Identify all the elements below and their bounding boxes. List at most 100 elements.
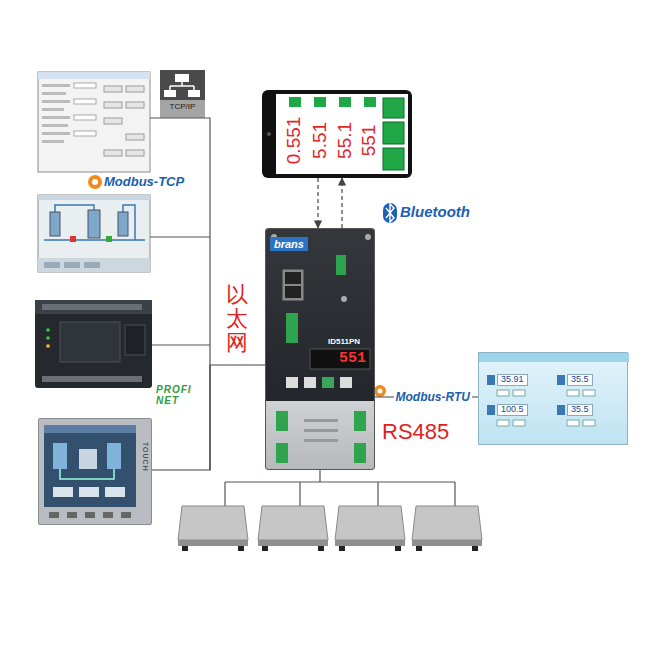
- interface-label: RS485: [382, 420, 449, 444]
- screw: [341, 296, 347, 302]
- title-bar: [38, 72, 150, 79]
- scale-tray: [412, 506, 482, 540]
- scada-window: [38, 195, 150, 272]
- button: [104, 102, 122, 108]
- green-button: [383, 98, 404, 118]
- modbus-gear: [88, 175, 102, 189]
- scale-tray: [335, 506, 405, 540]
- scale-tray: [178, 506, 248, 540]
- channel-tag: [557, 405, 565, 415]
- panel-key: [67, 512, 77, 518]
- button: [126, 134, 144, 140]
- scale-foot: [395, 546, 401, 551]
- panel-key: [49, 512, 59, 518]
- button: [104, 86, 122, 92]
- touch-panel-decoration: [39, 419, 153, 526]
- edge-label: Modbus-RTU: [394, 391, 472, 404]
- tank: [50, 212, 60, 236]
- touch-panel: TOUCH: [38, 418, 152, 525]
- scale-foot: [318, 546, 324, 551]
- protocol-logo: Modbus-TCP: [104, 175, 184, 189]
- screen-button: [53, 487, 73, 497]
- terminal-block: [276, 443, 288, 463]
- tank: [118, 212, 128, 236]
- scale-foot: [472, 546, 478, 551]
- form-line: [42, 92, 66, 95]
- plc-body: [35, 300, 152, 388]
- terminal-block: [354, 443, 366, 463]
- scale-edge: [412, 540, 482, 546]
- software-window: [38, 72, 150, 172]
- terminal-block: [354, 411, 366, 431]
- input-box: [74, 99, 96, 104]
- hmi-screen: 35.9135.5100.535.5: [478, 352, 628, 445]
- input-box: [74, 115, 96, 120]
- key: [340, 377, 352, 388]
- scale-foot: [182, 546, 188, 551]
- key: [286, 377, 298, 388]
- tank: [53, 443, 67, 469]
- key: [322, 377, 334, 388]
- scale-edge: [258, 540, 328, 546]
- form-line: [42, 100, 70, 103]
- brand-logo: brans: [270, 237, 308, 251]
- form-line: [42, 132, 70, 135]
- vent: [304, 429, 338, 432]
- terminal-block: [336, 255, 346, 275]
- green-button: [339, 97, 351, 107]
- terminal-block: [276, 411, 288, 431]
- tank: [88, 210, 100, 238]
- modbus-gear-hole: [378, 389, 383, 394]
- plc-cover: [125, 325, 145, 355]
- form-line: [42, 124, 68, 127]
- bluetooth-icon: [383, 203, 397, 223]
- bluetooth-logo: Bluetooth: [400, 204, 470, 221]
- channel-tag: [487, 405, 495, 415]
- form-line: [42, 116, 70, 119]
- camera: [267, 132, 271, 136]
- scale-foot: [262, 546, 268, 551]
- plc-panel: [60, 322, 120, 362]
- ethernet-wire: [150, 118, 210, 470]
- network-icon-top: [160, 70, 205, 100]
- modbus-gear-hole: [92, 179, 98, 185]
- green-button: [383, 122, 404, 144]
- input-box: [74, 83, 96, 88]
- title-bar: [38, 195, 150, 200]
- panel-key: [103, 512, 113, 518]
- status-band: [38, 258, 150, 272]
- scale-foot: [416, 546, 422, 551]
- pipe: [60, 469, 114, 479]
- tablet-screen-area: [276, 94, 408, 174]
- network-node: [164, 90, 176, 97]
- plc-top: [35, 300, 152, 314]
- valve: [70, 236, 76, 242]
- button: [104, 150, 122, 156]
- tank: [107, 443, 121, 469]
- button: [126, 102, 144, 108]
- scale-foot: [339, 546, 345, 551]
- weight-value: 0.551: [284, 116, 305, 164]
- tablet-screen: 0.5515.5155.1551: [262, 90, 412, 178]
- button: [126, 150, 144, 156]
- terminal-row: [42, 304, 142, 310]
- screw: [365, 234, 371, 240]
- button: [84, 262, 100, 268]
- network-node: [188, 90, 200, 97]
- hmi-button: [497, 420, 509, 426]
- hmi-button: [497, 390, 509, 396]
- terminal-block: [286, 313, 298, 343]
- button: [44, 262, 60, 268]
- channel-tag: [487, 375, 495, 385]
- weight-value: 5.51: [310, 121, 331, 158]
- pipe: [44, 205, 145, 240]
- green-button: [383, 148, 404, 170]
- hmi-button: [513, 390, 525, 396]
- weight-value: 55.1: [335, 121, 356, 158]
- network-node: [175, 74, 189, 82]
- hmi-button: [567, 390, 579, 396]
- hmi-button: [583, 420, 595, 426]
- weighing-indicator: bransID511PN551: [265, 228, 375, 470]
- title-bar: [479, 353, 629, 362]
- weight-value: 100.5: [497, 404, 528, 416]
